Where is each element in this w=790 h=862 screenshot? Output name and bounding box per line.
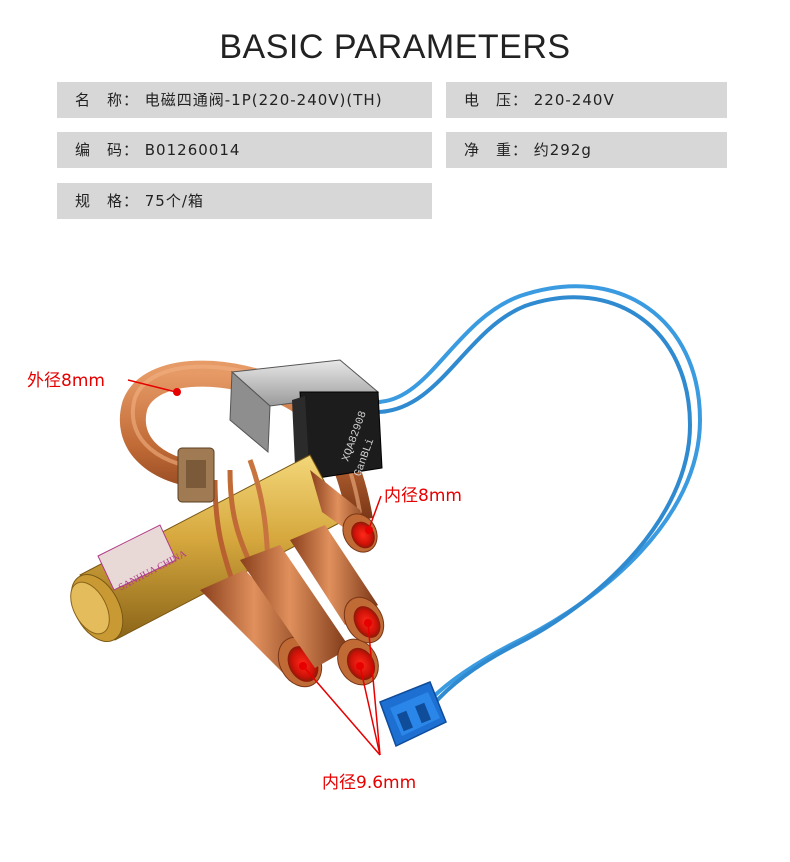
connector-plug: [379, 681, 447, 748]
callout-marker-inner-bottom: [299, 619, 381, 756]
valve-body: SANHUA CHINA: [70, 454, 346, 642]
callout-outer-diameter: 外径8mm: [27, 371, 105, 391]
page-title: BASIC PARAMETERS: [219, 28, 571, 66]
copper-tube: [240, 545, 350, 668]
callout-marker-outer: [127, 379, 181, 396]
wire: [377, 295, 693, 708]
param-voltage: 电 压： 220-240V: [446, 82, 727, 118]
param-name: 名 称： 电磁四通阀-1P(220-240V)(TH): [57, 82, 432, 118]
param-spec: 规 格： 75个/箱: [57, 183, 432, 219]
callout-inner-diameter-top: 内径8mm: [384, 486, 462, 506]
callout-inner-diameter-bottom: 内径9.6mm: [322, 773, 417, 793]
wire: [377, 284, 703, 702]
callout-marker-inner-top: [365, 495, 382, 534]
solenoid-coil: XQA82908 GanBLi: [229, 359, 383, 488]
param-code: 编 码： B01260014: [57, 132, 432, 168]
param-weight: 净 重： 约292g: [446, 132, 727, 168]
